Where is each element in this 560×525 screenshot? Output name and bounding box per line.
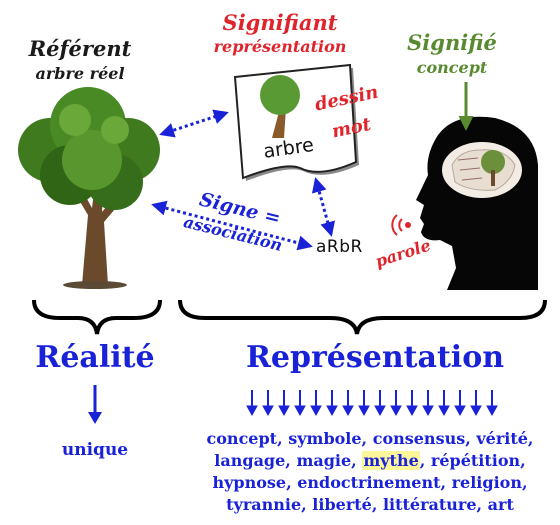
- brace-realite: [32, 299, 162, 335]
- highlight-word: mythe: [362, 451, 420, 470]
- signifiant-subtitle: représentation: [213, 37, 347, 56]
- realite-title: Réalité: [35, 340, 155, 375]
- sound-waves-icon: [391, 214, 411, 236]
- arrow-referent-signe: [151, 200, 313, 251]
- spoken-word: aRbR: [316, 237, 363, 257]
- realite-result: unique: [61, 440, 129, 460]
- arrow-referent-signifiant: [159, 109, 229, 138]
- representation-title: Représentation: [245, 340, 505, 375]
- arrow-card-spoken: [311, 177, 336, 237]
- signifiant-title: Signifiant: [222, 10, 338, 35]
- arrows-down-representation: [246, 390, 498, 417]
- signifie-subtitle: concept: [416, 58, 488, 77]
- words-before: concept, symbole, consensus, vérité, lan…: [206, 429, 534, 470]
- signifie-title: Signifié: [407, 30, 497, 55]
- brace-representation: [178, 299, 547, 335]
- signifiant-card: [233, 63, 359, 181]
- referent-subtitle: arbre réel: [35, 64, 125, 83]
- words-after: , répétition, hypnose, endoctrinement, r…: [212, 451, 528, 514]
- representation-words: concept, symbole, consensus, vérité, lan…: [195, 428, 545, 516]
- referent-title: Référent: [28, 36, 132, 61]
- head-icon: [416, 116, 538, 290]
- tree-icon: [18, 87, 160, 289]
